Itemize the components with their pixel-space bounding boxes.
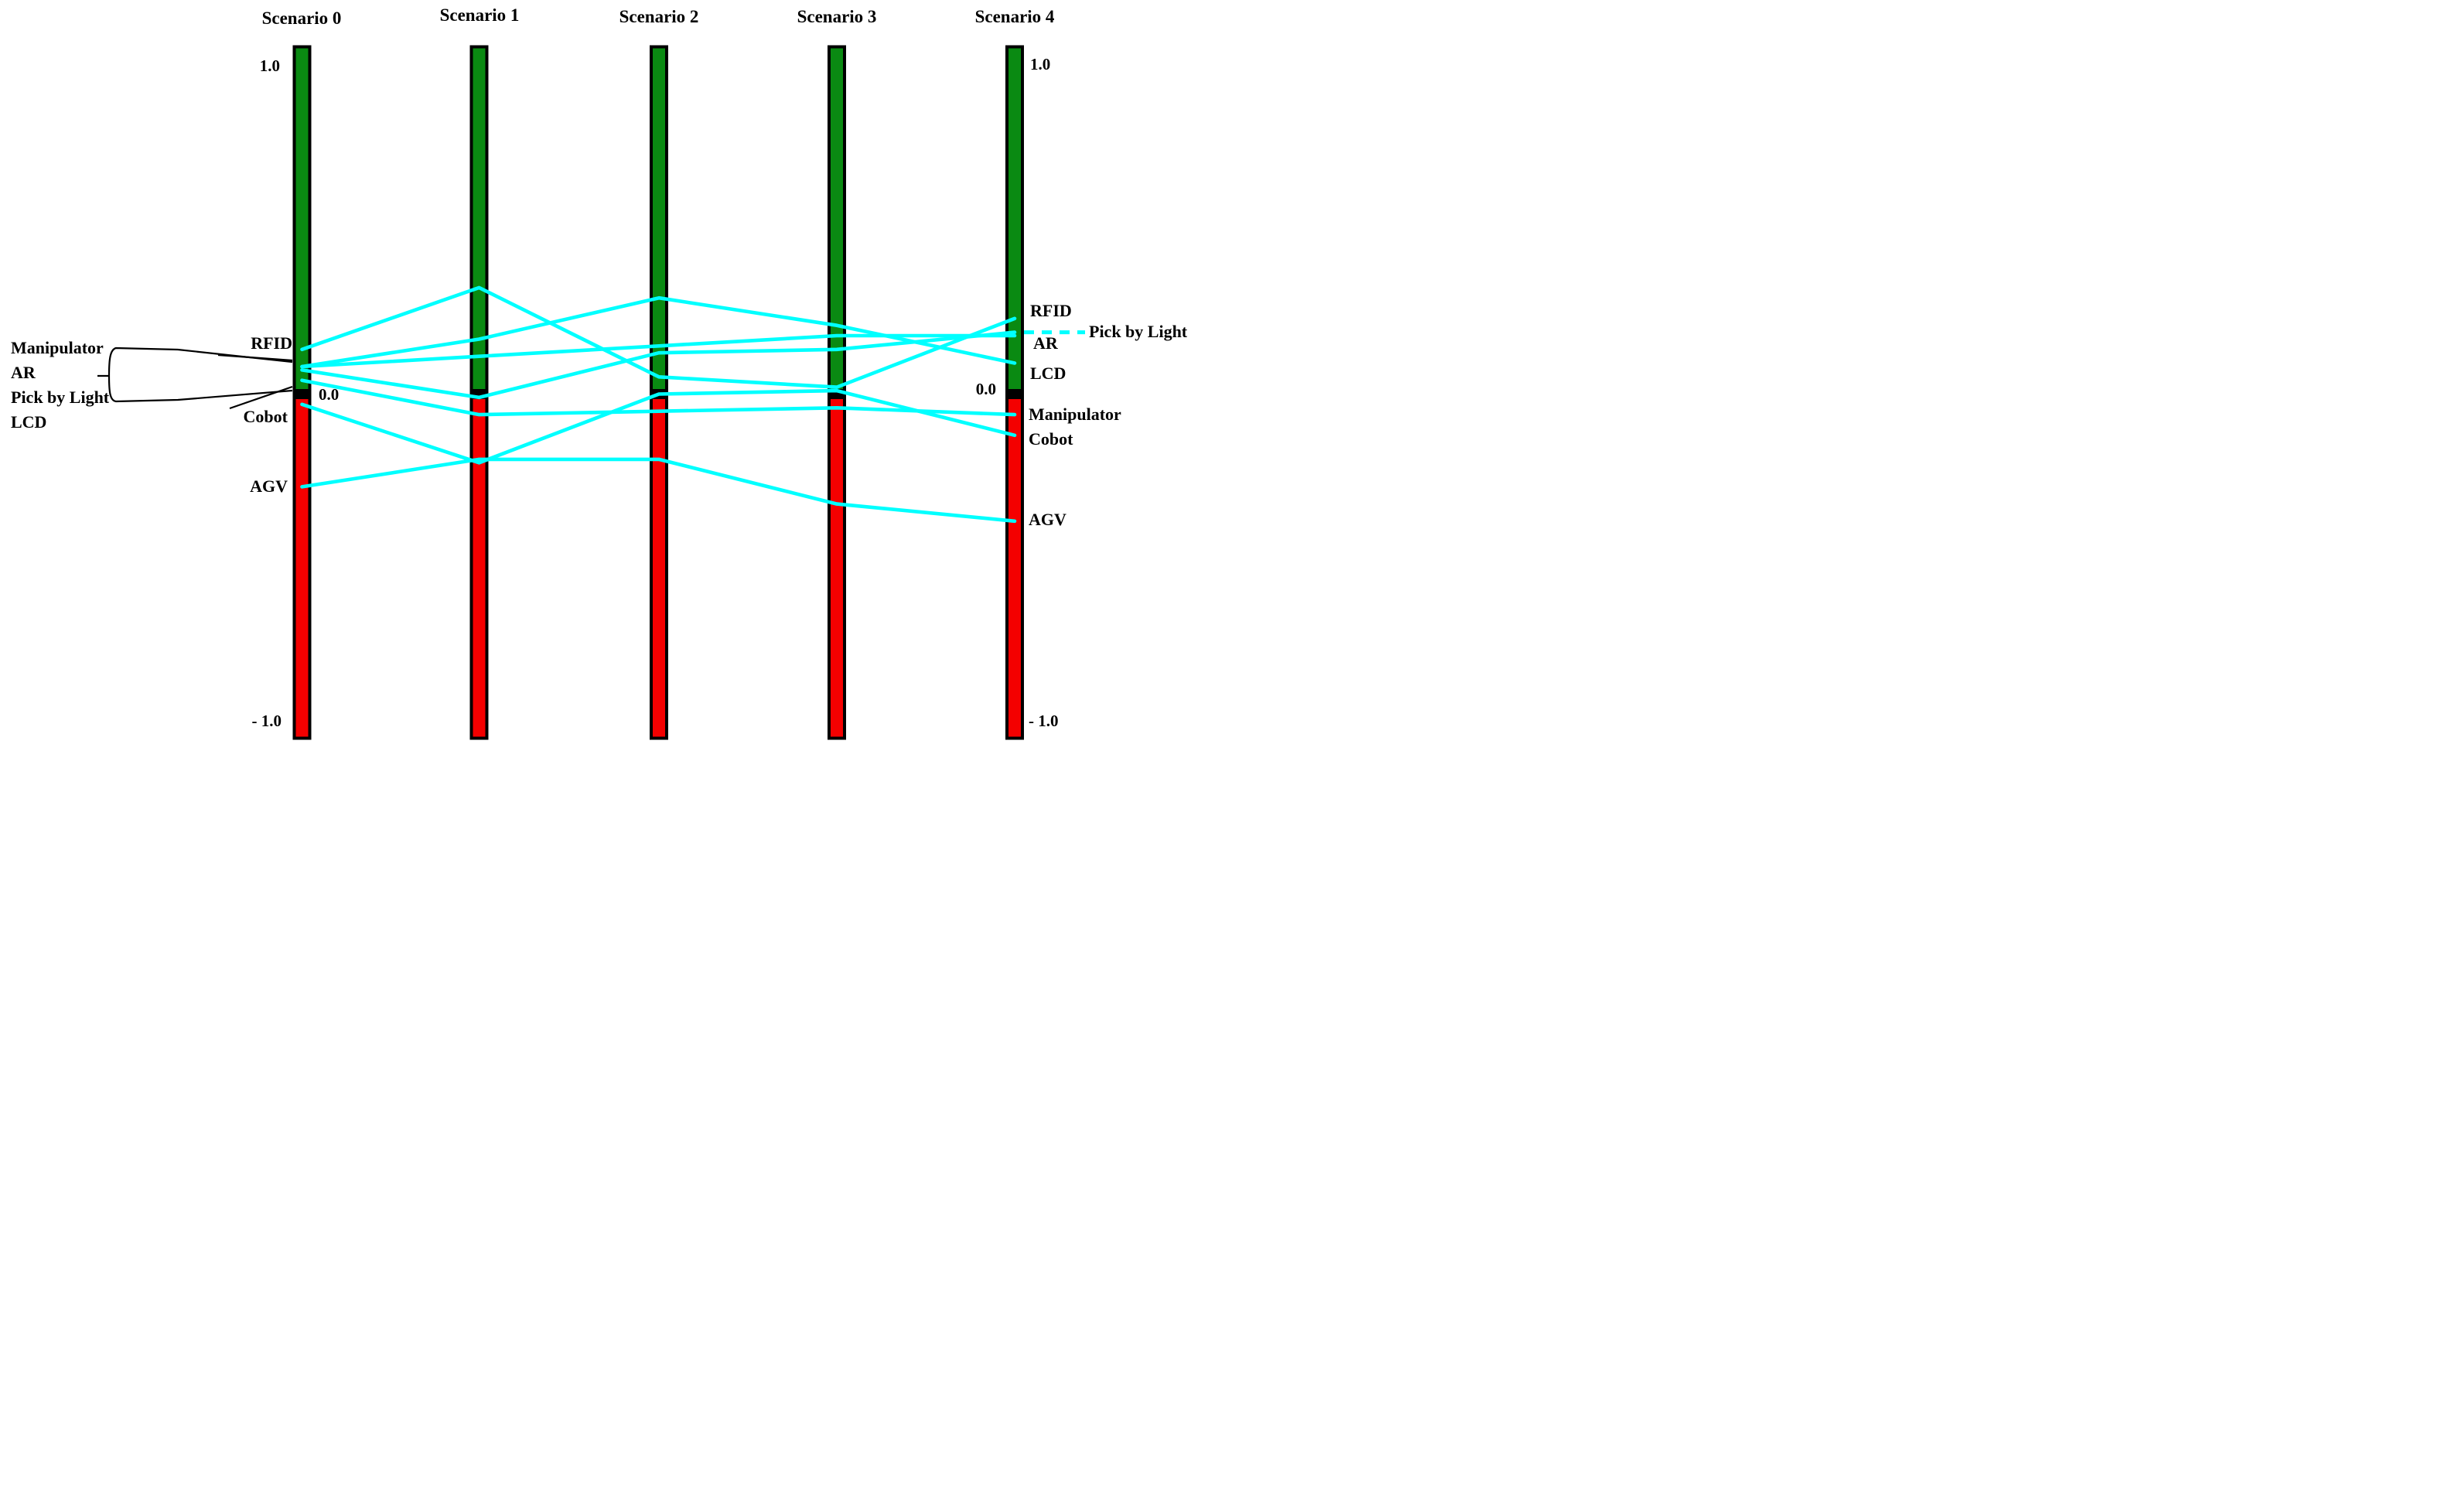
series-line-ar [300, 333, 1017, 369]
left-label-agv: AGV [250, 476, 288, 496]
left-label-rfid: RFID [251, 333, 292, 353]
series-line-pick-by-light [300, 330, 1017, 400]
scenario-bar-3-positive [831, 48, 843, 389]
axis-top-left: 1.0 [259, 56, 280, 75]
column-title-scenario-2: Scenario 2 [619, 7, 699, 26]
scenario-bar-3-negative [831, 399, 843, 737]
scenario-bar-0-negative [295, 399, 309, 737]
column-title-scenario-1: Scenario 1 [439, 5, 520, 25]
axis-bottom-left: - 1.0 [251, 712, 282, 730]
axis-zero-right: 0.0 [975, 380, 996, 398]
scenario-bar-1-positive [473, 48, 486, 389]
cobot-label-connector [229, 385, 293, 410]
column-title-scenario-0: Scenario 0 [261, 9, 342, 28]
right-label-ar: AR [1033, 333, 1058, 353]
right-label-cobot: Cobot [1029, 429, 1073, 449]
axis-bottom-right: - 1.0 [1029, 712, 1059, 730]
scenario-bar-2-negative [653, 399, 665, 737]
axis-zero-left: 0.0 [319, 385, 340, 404]
right-label-rfid: RFID [1030, 301, 1072, 320]
column-title-scenario-4: Scenario 4 [974, 7, 1055, 26]
column-title-scenario-3: Scenario 3 [797, 7, 877, 26]
series-line-cobot [300, 388, 1017, 465]
chart-plot-area [97, 45, 1085, 740]
right-label-lcd: LCD [1030, 364, 1066, 383]
cluster-label-block: Manipulator AR Pick by Light LCD [11, 336, 109, 435]
scenario-bar-0-positive [295, 48, 309, 389]
series-line-rfid [300, 285, 1017, 389]
right-label-agv: AGV [1029, 510, 1066, 529]
series-line-manipulator [300, 378, 1017, 417]
scenario-bar-1-negative [473, 399, 486, 737]
cluster-brace [97, 346, 293, 403]
left-label-cobot: Cobot [243, 407, 288, 426]
scenario-bar-4-negative [1008, 399, 1021, 737]
cluster-label-ar: AR [11, 362, 36, 382]
right-label-manipulator: Manipulator [1029, 405, 1121, 424]
right-label-pick-by-light: Pick by Light [1089, 322, 1188, 341]
cluster-label-lcd: LCD [11, 411, 47, 432]
series-line-agv [300, 457, 1017, 524]
scenario-bar-2-positive [653, 48, 665, 389]
scenario-bar-4-positive [1008, 48, 1021, 389]
cluster-label-pick-by-light: Pick by Light [11, 387, 110, 407]
series-line-lcd [300, 295, 1017, 369]
axis-top-right: 1.0 [1030, 55, 1051, 73]
scenario-parallel-chart: Scenario 0 Scenario 1 Scenario 2 Scenari… [0, 0, 1232, 751]
cluster-label-manipulator: Manipulator [11, 338, 104, 357]
